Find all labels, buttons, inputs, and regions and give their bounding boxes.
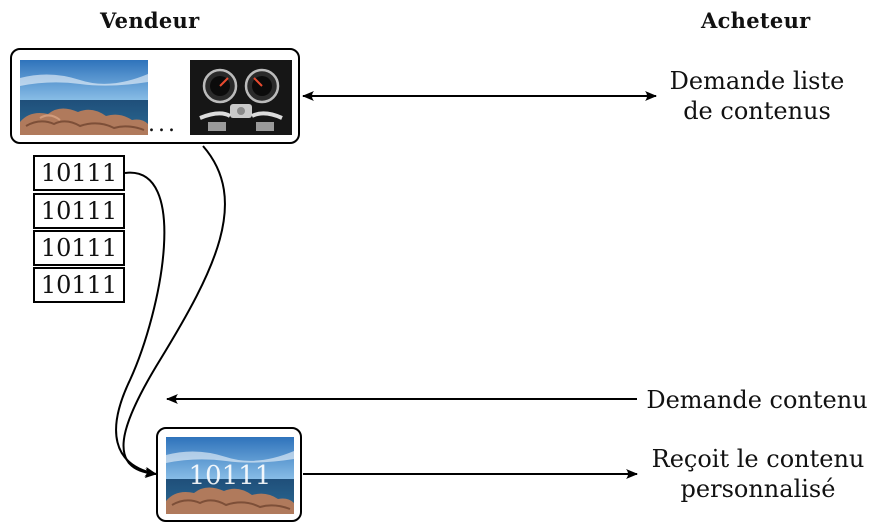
image-to-content-curve [122,145,226,479]
content-catalog-frame: ... [10,48,300,144]
bit-block-2: 10111 [33,193,125,229]
request-list-line1: Demande liste [669,67,845,95]
motorbike-dashboard-thumbnail[interactable] [190,60,292,135]
bit-block-1: 10111 [33,155,125,191]
bits-to-content-curve [115,171,166,477]
receive-content-label: Reçoit le contenu personnalisé [643,444,873,504]
personalized-content-frame: 10111 [156,427,302,522]
watermarked-image[interactable]: 10111 [166,437,294,514]
bit-block-3: 10111 [33,230,125,266]
receive-line2: personnalisé [680,475,836,503]
catalog-ellipsis: ... [148,112,178,137]
watermark-text: 10111 [188,461,272,491]
coast-landscape-image [20,60,148,135]
request-list-label: Demande liste de contenus [652,66,862,126]
watermarked-coast-image [166,437,294,514]
motorbike-dashboard-image [190,60,292,135]
request-content-label: Demande contenu [646,386,868,414]
buyer-heading: Acheteur [701,8,811,33]
request-list-line2: de contenus [683,97,831,125]
receive-line1: Reçoit le contenu [651,445,865,473]
coast-image-thumbnail[interactable] [20,60,148,135]
bit-block-4: 10111 [33,267,125,303]
seller-heading: Vendeur [100,8,200,33]
